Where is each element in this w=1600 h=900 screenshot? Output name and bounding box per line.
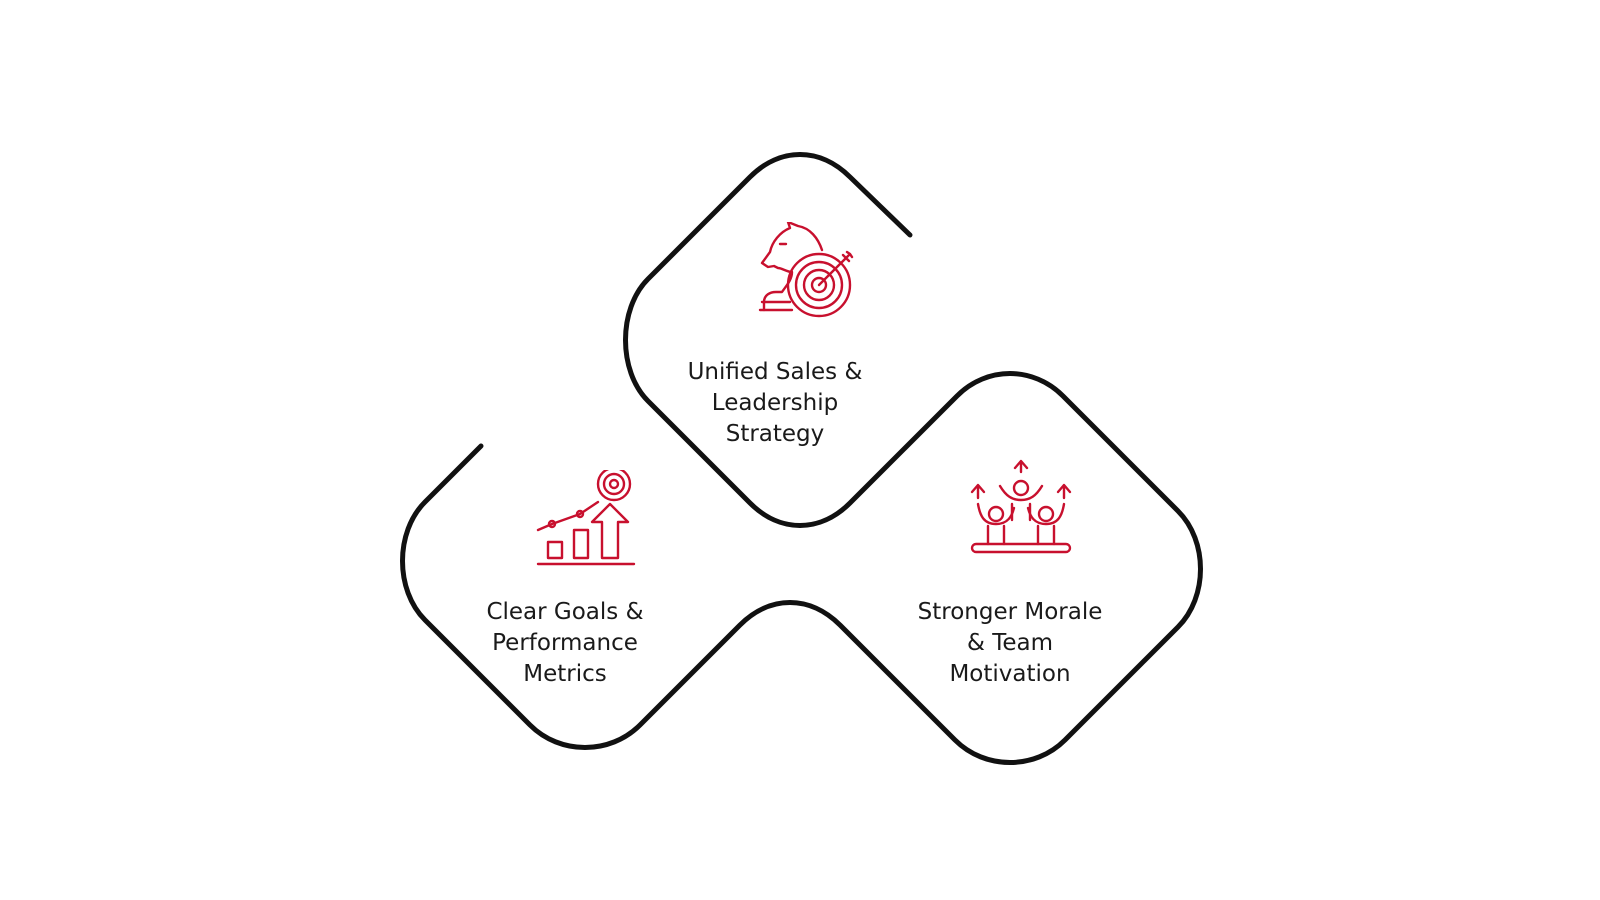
node-label-line: Metrics	[523, 661, 607, 687]
team-celebration-icon	[970, 459, 1072, 554]
growth-chart-target-icon	[536, 470, 636, 566]
node-label-line: Performance	[492, 630, 638, 656]
node-label-line: Leadership	[711, 390, 839, 416]
node-label-line: Unified Sales &	[687, 359, 863, 385]
node-label-line: Stronger Morale	[917, 599, 1103, 625]
node-label-line: Strategy	[725, 421, 825, 447]
chess-knight-target-icon	[758, 222, 854, 318]
node-label-top: Unified Sales & Leadership Strategy	[665, 357, 885, 450]
node-label-left: Clear Goals & Performance Metrics	[455, 597, 675, 690]
node-label-line: Clear Goals &	[486, 599, 644, 625]
node-label-line: & Team	[966, 630, 1054, 656]
node-label-right: Stronger Morale & Team Motivation	[890, 597, 1130, 690]
node-label-line: Motivation	[949, 661, 1071, 687]
